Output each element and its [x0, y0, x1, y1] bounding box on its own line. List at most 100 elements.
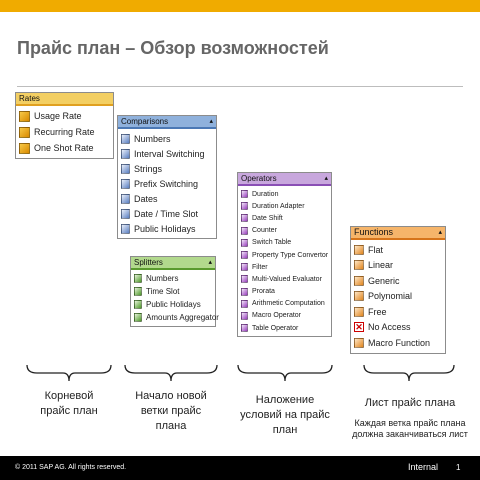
- brace-leaf: [363, 364, 455, 382]
- palette-item-public-holidays[interactable]: Public Holidays: [121, 221, 214, 236]
- rate-icon: [19, 110, 30, 122]
- palette-item-macro-function[interactable]: Macro Function: [354, 335, 443, 351]
- palette-item-linear[interactable]: Linear: [354, 258, 443, 274]
- comparisons-title: Comparisons: [121, 117, 169, 126]
- page-number: 1: [456, 463, 461, 472]
- functions-palette: Functions ▴ Flat Linear Generic Polynomi…: [350, 226, 446, 354]
- splitter-icon: [134, 274, 142, 283]
- palette-item-free[interactable]: Free: [354, 304, 443, 320]
- caption-leaf: Лист прайс плана: [364, 397, 456, 409]
- splitters-palette: Splitters ▴ Numbers Time Slot Public Hol…: [130, 256, 219, 327]
- palette-item-duration-adapter[interactable]: Duration Adapter: [241, 200, 329, 212]
- splitters-title: Splitters: [134, 258, 163, 267]
- brace-root: [26, 364, 112, 382]
- collapse-arrow-icon[interactable]: ▴: [324, 175, 328, 182]
- top-accent-bar: [0, 0, 480, 12]
- rates-palette: Rates Usage Rate Recurring Rate One Shot…: [15, 92, 114, 159]
- functions-title: Functions: [354, 227, 394, 237]
- operator-icon: [241, 299, 248, 308]
- palette-item-strings[interactable]: Strings: [121, 161, 214, 176]
- function-icon: [354, 275, 364, 286]
- operators-title: Operators: [241, 174, 277, 183]
- palette-item-one-shot-rate[interactable]: One Shot Rate: [19, 140, 111, 156]
- comparison-icon: [121, 163, 130, 174]
- copyright-text: © 2011 SAP AG. All rights reserved.: [15, 464, 127, 471]
- palette-item-polynomial[interactable]: Polynomial: [354, 289, 443, 305]
- collapse-arrow-icon[interactable]: ▴: [208, 259, 212, 266]
- operator-icon: [241, 263, 248, 272]
- palette-item-prefix-switching[interactable]: Prefix Switching: [121, 176, 214, 191]
- slide-title: Прайс план – Обзор возможностей: [17, 38, 329, 58]
- operators-header: Operators ▴: [238, 173, 331, 186]
- comparison-icon: [121, 223, 130, 234]
- palette-item-counter[interactable]: Counter: [241, 225, 329, 237]
- palette-item-filter[interactable]: Filter: [241, 261, 329, 273]
- comparison-icon: [121, 208, 130, 219]
- palette-item-date-time-slot[interactable]: Date / Time Slot: [121, 206, 214, 221]
- brace-branch: [124, 364, 218, 382]
- operator-icon: [241, 202, 248, 211]
- caption-root: Корневой прайс план: [40, 390, 98, 417]
- comparison-icon: [121, 193, 130, 204]
- function-icon: [354, 337, 364, 348]
- operator-icon: [241, 287, 248, 296]
- footer-bar: © 2011 SAP AG. All rights reserved. Inte…: [0, 456, 480, 480]
- palette-item-arithmetic-computation[interactable]: Arithmetic Computation: [241, 298, 329, 310]
- splitter-icon: [134, 287, 142, 296]
- palette-item-dates[interactable]: Dates: [121, 191, 214, 206]
- palette-item-splitter-numbers[interactable]: Numbers: [134, 272, 213, 285]
- comparison-icon: [121, 178, 130, 189]
- palette-item-recurring-rate[interactable]: Recurring Rate: [19, 124, 111, 140]
- palette-item-interval-switching[interactable]: Interval Switching: [121, 146, 214, 161]
- palette-item-prorata[interactable]: Prorata: [241, 286, 329, 298]
- palette-item-duration[interactable]: Duration: [241, 188, 329, 200]
- rate-icon: [19, 126, 30, 138]
- palette-item-no-access[interactable]: ✕No Access: [354, 322, 411, 333]
- function-icon: [354, 244, 364, 255]
- collapse-arrow-icon[interactable]: ▴: [438, 229, 442, 236]
- comparisons-palette: Comparisons ▴ Numbers Interval Switching…: [117, 115, 217, 239]
- operators-palette: Operators ▴ Duration Duration Adapter Da…: [237, 172, 332, 338]
- no-access-icon: ✕: [354, 322, 364, 333]
- rates-title: Rates: [19, 94, 40, 103]
- comparison-icon: [121, 133, 130, 144]
- operator-icon: [241, 238, 248, 247]
- palette-item-amounts-aggregator[interactable]: Amounts Aggregator: [134, 311, 219, 324]
- classification-label: Internal: [408, 462, 439, 472]
- operator-icon: [241, 324, 248, 333]
- palette-item-generic[interactable]: Generic: [354, 273, 443, 289]
- palette-item-table-operator[interactable]: Table Operator: [241, 322, 329, 334]
- operator-icon: [241, 251, 248, 260]
- palette-item-macro-operator[interactable]: Macro Operator: [241, 310, 329, 322]
- caption-leaf-note: Каждая ветка прайс плана должна заканчив…: [352, 418, 468, 439]
- collapse-arrow-icon[interactable]: ▴: [209, 118, 213, 125]
- operator-icon: [241, 311, 248, 320]
- comparisons-header: Comparisons ▴: [118, 116, 216, 129]
- brace-conditions: [237, 364, 333, 382]
- comparison-icon: [121, 148, 130, 159]
- palette-item-numbers[interactable]: Numbers: [121, 131, 214, 146]
- palette-item-date-shift[interactable]: Date Shift: [241, 212, 329, 224]
- operator-icon: [241, 190, 248, 199]
- palette-item-time-slot[interactable]: Time Slot: [134, 285, 213, 298]
- operator-icon: [241, 214, 248, 223]
- operator-icon: [241, 226, 248, 235]
- palette-item-switch-table[interactable]: Switch Table: [241, 237, 329, 249]
- caption-branch: Начало новой ветки прайс плана: [135, 390, 207, 432]
- palette-item-usage-rate[interactable]: Usage Rate: [19, 108, 111, 124]
- operator-icon: [241, 275, 248, 284]
- function-icon: [354, 306, 364, 317]
- title-divider: [17, 86, 463, 87]
- function-icon: [354, 260, 364, 271]
- palette-item-property-type-convertor[interactable]: Property Type Convertor: [241, 249, 329, 261]
- rates-header: Rates: [16, 93, 113, 106]
- palette-item-flat[interactable]: Flat: [354, 242, 443, 258]
- palette-item-splitter-public-holidays[interactable]: Public Holidays: [134, 298, 213, 311]
- functions-header: Functions ▴: [351, 227, 445, 240]
- rate-icon: [19, 142, 30, 154]
- palette-item-multi-valued-evaluator[interactable]: Multi-Valued Evaluator: [241, 273, 329, 285]
- function-icon: [354, 291, 364, 302]
- splitter-icon: [134, 313, 142, 322]
- splitter-icon: [134, 300, 142, 309]
- caption-conditions: Наложение условий на прайс план: [240, 394, 330, 436]
